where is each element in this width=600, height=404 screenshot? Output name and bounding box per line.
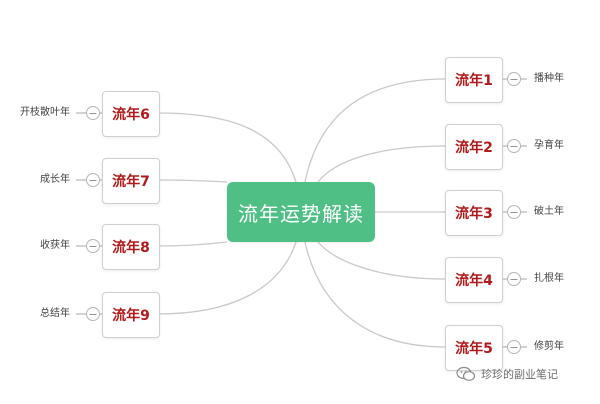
leaf-node-9[interactable]: 总结年 (40, 307, 70, 321)
leaf-label: 孕育年 (534, 140, 564, 151)
leaf-label: 破土年 (534, 206, 564, 217)
connector-center-2 (317, 145, 446, 183)
leaf-label: 总结年 (40, 308, 70, 319)
collapse-toggle-icon[interactable]: − (86, 307, 100, 321)
collapse-toggle-icon[interactable]: − (86, 106, 100, 120)
leaf-label: 成长年 (40, 174, 70, 185)
connector-center-4 (317, 241, 446, 280)
connector-center-6 (157, 112, 297, 183)
branch-label: 流年3 (455, 206, 493, 222)
leaf-label: 收获年 (40, 240, 70, 251)
branch-label: 流年2 (455, 140, 493, 156)
leaf-node-1[interactable]: 播种年 (534, 72, 564, 86)
branch-label: 流年9 (112, 308, 150, 324)
central-topic-label: 流年运势解读 (238, 201, 364, 226)
branch-node-9[interactable]: 流年9 (102, 292, 160, 338)
watermark: 珍珍的副业笔记 (456, 364, 558, 384)
branch-label: 流年4 (455, 273, 493, 289)
collapse-toggle-icon[interactable]: − (507, 72, 521, 86)
branch-node-4[interactable]: 流年4 (445, 257, 503, 303)
connector-center-1 (304, 78, 446, 183)
connector-center-8 (157, 241, 228, 247)
branch-node-8[interactable]: 流年8 (102, 224, 160, 270)
leaf-node-2[interactable]: 孕育年 (534, 139, 564, 153)
branch-label: 流年5 (455, 341, 493, 357)
collapse-toggle-icon[interactable]: − (507, 139, 521, 153)
leaf-node-4[interactable]: 扎根年 (534, 272, 564, 286)
collapse-toggle-icon[interactable]: − (86, 173, 100, 187)
connector-center-5 (304, 241, 446, 348)
branch-node-5[interactable]: 流年5 (445, 325, 503, 371)
leaf-node-6[interactable]: 开枝散叶年 (20, 106, 70, 120)
leaf-node-8[interactable]: 收获年 (40, 239, 70, 253)
leaf-node-5[interactable]: 修剪年 (534, 340, 564, 354)
collapse-toggle-icon[interactable]: − (507, 205, 521, 219)
watermark-text: 珍珍的副业笔记 (481, 368, 558, 381)
branch-label: 流年6 (112, 107, 150, 123)
leaf-label: 修剪年 (534, 341, 564, 352)
leaf-label: 扎根年 (534, 273, 564, 284)
branch-node-1[interactable]: 流年1 (445, 57, 503, 103)
leaf-label: 开枝散叶年 (20, 107, 70, 118)
connector-center-9 (157, 241, 297, 315)
collapse-toggle-icon[interactable]: − (86, 239, 100, 253)
branch-label: 流年7 (112, 174, 150, 190)
collapse-toggle-icon[interactable]: − (507, 272, 521, 286)
branch-node-3[interactable]: 流年3 (445, 190, 503, 236)
connector-center-7 (157, 179, 228, 183)
central-topic[interactable]: 流年运势解读 (227, 182, 375, 242)
leaf-label: 播种年 (534, 73, 564, 84)
branch-label: 流年8 (112, 240, 150, 256)
branch-node-6[interactable]: 流年6 (102, 91, 160, 137)
branch-node-7[interactable]: 流年7 (102, 158, 160, 204)
collapse-toggle-icon[interactable]: − (507, 340, 521, 354)
wechat-icon (456, 366, 476, 381)
branch-label: 流年1 (455, 73, 493, 89)
branch-node-2[interactable]: 流年2 (445, 124, 503, 170)
leaf-node-3[interactable]: 破土年 (534, 205, 564, 219)
leaf-node-7[interactable]: 成长年 (40, 173, 70, 187)
